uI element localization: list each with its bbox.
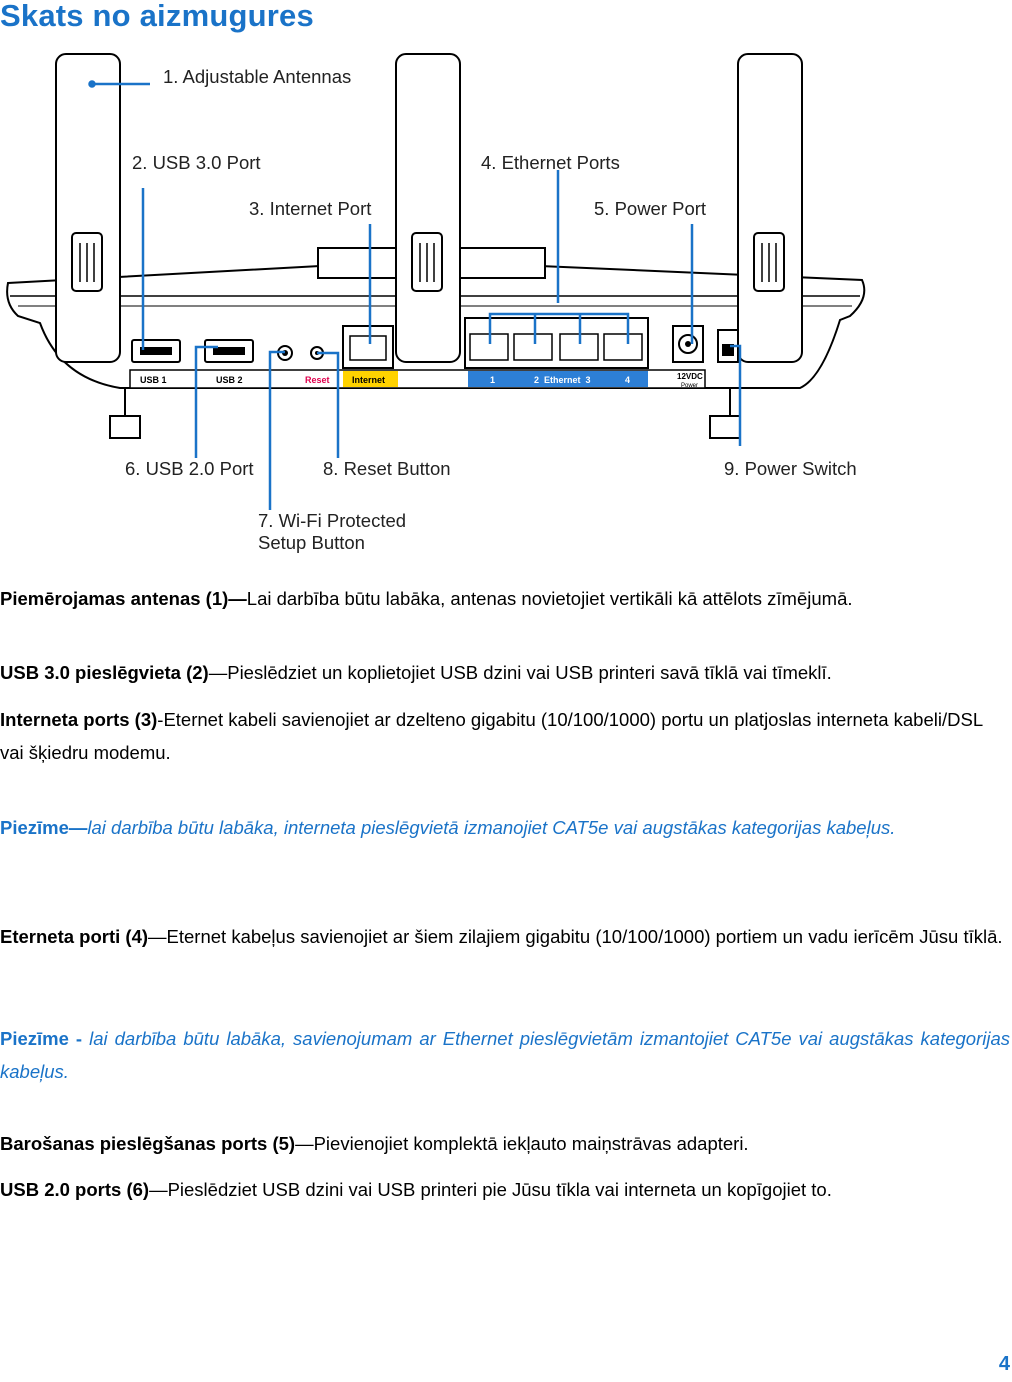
panel-label-power-top: 12VDC	[677, 372, 703, 381]
panel-label-eth4: 4	[625, 375, 630, 385]
page-title: Skats no aizmugures	[0, 0, 314, 33]
note-internet-cable-term: Piezīme—	[0, 817, 88, 838]
usb-port-2	[204, 339, 254, 363]
callout-4-label: 4. Ethernet Ports	[481, 152, 620, 173]
callout-line-7	[268, 350, 285, 510]
panel-label-eth1: 1	[490, 375, 495, 385]
callout-9-label: 9. Power Switch	[724, 458, 857, 479]
paragraph-usb3-term: USB 3.0 pieslēgvieta (2)	[0, 662, 209, 683]
callout-1-label: 1. Adjustable Antennas	[163, 66, 352, 87]
internet-port	[342, 325, 394, 369]
note-ethernet-cable: Piezīme - lai darbība būtu labāka, savie…	[0, 1022, 1010, 1088]
paragraph-usb2-term: USB 2.0 ports (6)	[0, 1179, 150, 1200]
panel-label-eth23: 2 Ethernet 3	[534, 375, 591, 385]
panel-label-power-bottom: Power	[681, 383, 698, 389]
paragraph-ethernet-ports-text: —Eternet kabeļus savienojiet ar šiem zil…	[148, 926, 1003, 947]
paragraph-internet-port: Interneta ports (3)-Eternet kabeli savie…	[0, 703, 1010, 769]
callout-3-label: 3. Internet Port	[249, 198, 372, 219]
callout-lines	[88, 80, 742, 510]
paragraph-internet-port-term: Interneta ports (3)	[0, 709, 158, 730]
callout-dot-1	[88, 80, 96, 88]
paragraph-usb3: USB 3.0 pieslēgvieta (2)—Pieslēdziet un …	[0, 656, 1010, 689]
paragraph-power-port-text: —Pievienojiet komplektā iekļauto maiņstr…	[295, 1133, 749, 1154]
paragraph-usb3-text: —Pieslēdziet un koplietojiet USB dzini v…	[208, 662, 832, 683]
callout-2-label: 2. USB 3.0 Port	[132, 152, 261, 173]
note-internet-cable-text: lai darbība būtu labāka, interneta piesl…	[87, 817, 896, 838]
callout-6-label: 6. USB 2.0 Port	[125, 458, 254, 479]
paragraph-power-port-term: Barošanas pieslēgšanas ports (5)	[0, 1133, 296, 1154]
callout-line-8	[317, 351, 340, 458]
label-strip: USB 1 USB 2 Reset Internet 1 2 Ethernet …	[129, 369, 706, 389]
note-ethernet-cable-term: Piezīme -	[0, 1028, 90, 1049]
paragraph-antennas: Piemērojamas antenas (1)—Lai darbība būt…	[0, 582, 1010, 615]
antenna-middle	[395, 53, 461, 363]
note-ethernet-cable-text: lai darbība būtu labāka, savienojumam ar…	[0, 1028, 1010, 1082]
panel-label-usb2: USB 2	[216, 375, 243, 385]
usb-port-1	[131, 339, 181, 363]
power-port	[672, 325, 704, 363]
paragraph-ethernet-ports-term: Eterneta porti (4)	[0, 926, 149, 947]
ethernet-ports	[464, 317, 649, 369]
callout-line-9	[730, 344, 742, 446]
callout-5-label: 5. Power Port	[594, 198, 707, 219]
panel-label-reset: Reset	[305, 375, 330, 385]
paragraph-antennas-term: Piemērojamas antenas (1)—	[0, 588, 247, 609]
paragraph-power-port: Barošanas pieslēgšanas ports (5)—Pievien…	[0, 1127, 1010, 1160]
panel-label-usb1: USB 1	[140, 375, 167, 385]
page-number: 4	[998, 1353, 1010, 1375]
panel-label-internet: Internet	[352, 375, 385, 385]
antenna-right	[737, 53, 803, 363]
paragraph-usb2: USB 2.0 ports (6)—Pieslēdziet USB dzini …	[0, 1173, 1010, 1206]
router-rear-view-figure: USB 1 USB 2 Reset Internet 1 2 Ethernet …	[0, 48, 1012, 563]
antenna-left	[55, 53, 121, 363]
paragraph-usb2-text: —Pieslēdziet USB dzini vai USB printeri …	[149, 1179, 832, 1200]
paragraph-internet-port-text: -Eternet kabeli savienojiet ar dzelteno …	[0, 709, 983, 763]
router-illustration: USB 1 USB 2 Reset Internet 1 2 Ethernet …	[6, 53, 866, 510]
callout-7-label-line1: 7. Wi-Fi Protected	[258, 510, 407, 531]
paragraph-ethernet-ports: Eterneta porti (4)—Eternet kabeļus savie…	[0, 920, 1010, 953]
callout-7-label-line2: Setup Button	[258, 532, 365, 553]
callout-8-label: 8. Reset Button	[323, 458, 451, 479]
paragraph-antennas-text: Lai darbība būtu labāka, antenas novieto…	[246, 588, 853, 609]
callout-line-4-bracket	[488, 312, 630, 344]
note-internet-cable: Piezīme—lai darbība būtu labāka, interne…	[0, 811, 1010, 844]
callout-line-6	[194, 345, 218, 458]
